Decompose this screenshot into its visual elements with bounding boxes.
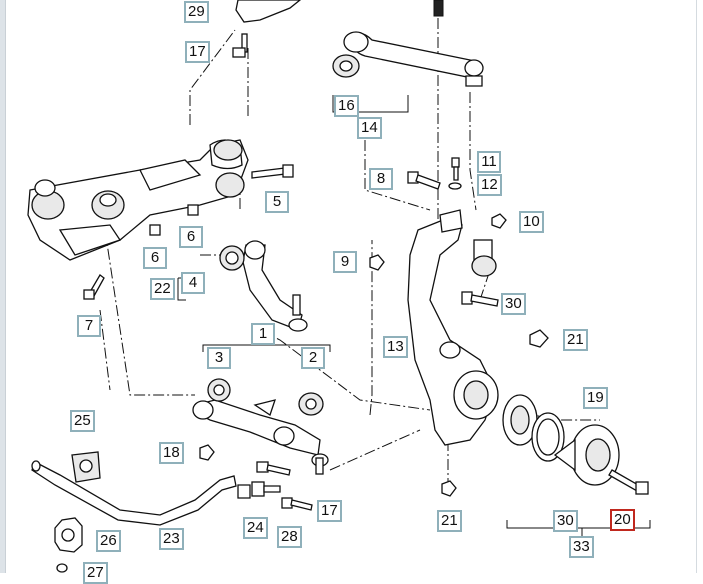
callout-25[interactable]: 25 [70,410,95,432]
callout-6[interactable]: 6 [179,226,203,248]
bushings-2-3 [207,378,324,416]
callout-19[interactable]: 19 [583,387,608,409]
tie-rod-end [471,239,497,277]
bolt-30-upper [461,291,499,307]
callout-23[interactable]: 23 [159,528,184,550]
callout-33[interactable]: 33 [569,536,594,558]
callout-27[interactable]: 27 [83,562,108,584]
callout-1[interactable]: 1 [251,323,275,345]
hub-bolt-20 [608,469,649,495]
callout-17[interactable]: 17 [185,41,210,63]
callout-20-selected[interactable]: 20 [610,509,635,531]
callout-4[interactable]: 4 [181,272,205,294]
subframe [27,139,249,261]
callout-17[interactable]: 17 [317,500,342,522]
bushing-16 [332,54,360,78]
callout-16[interactable]: 16 [334,95,359,117]
wheel-hub [553,424,620,486]
callout-11[interactable]: 11 [477,151,501,173]
bushing-25 [71,451,101,483]
stabilizer-bar [31,460,237,526]
wheel-bearing [502,394,565,462]
callout-10[interactable]: 10 [519,211,544,233]
drop-link-bolts [237,461,313,511]
callout-24[interactable]: 24 [243,517,268,539]
bolt-7 [83,274,105,300]
lower-arm-rear [219,240,308,332]
callout-3[interactable]: 3 [207,347,231,369]
callout-6[interactable]: 6 [143,247,167,269]
bolt-17-top [232,33,248,58]
guide-lines [99,18,600,485]
nut-18 [199,444,215,461]
steering-knuckle [407,209,499,446]
lower-arm-front [192,399,329,475]
callout-28[interactable]: 28 [277,526,302,548]
left-frame-border [0,0,6,573]
callout-5[interactable]: 5 [265,191,289,213]
callout-13[interactable]: 13 [383,336,408,358]
bolts-6 [149,204,199,236]
callout-14[interactable]: 14 [357,117,382,139]
bolt-5 [251,164,294,179]
callout-22[interactable]: 22 [150,278,175,300]
callout-29[interactable]: 29 [184,1,209,23]
callout-18[interactable]: 18 [159,442,184,464]
bracket-lines [177,95,651,538]
small-fasteners [369,157,549,497]
callout-26[interactable]: 26 [96,530,121,552]
callout-2[interactable]: 2 [301,347,325,369]
right-scrollbar[interactable] [696,0,703,573]
callout-30[interactable]: 30 [501,293,526,315]
clamp-26 [54,517,83,573]
callout-21[interactable]: 21 [563,329,588,351]
callout-21[interactable]: 21 [437,510,462,532]
callout-7[interactable]: 7 [77,315,101,337]
callout-8[interactable]: 8 [369,168,393,190]
callout-9[interactable]: 9 [333,251,357,273]
upper-control-arm [343,31,484,87]
top-mount-bracket [235,0,444,23]
callout-12[interactable]: 12 [477,174,502,196]
callout-30[interactable]: 30 [553,510,578,532]
